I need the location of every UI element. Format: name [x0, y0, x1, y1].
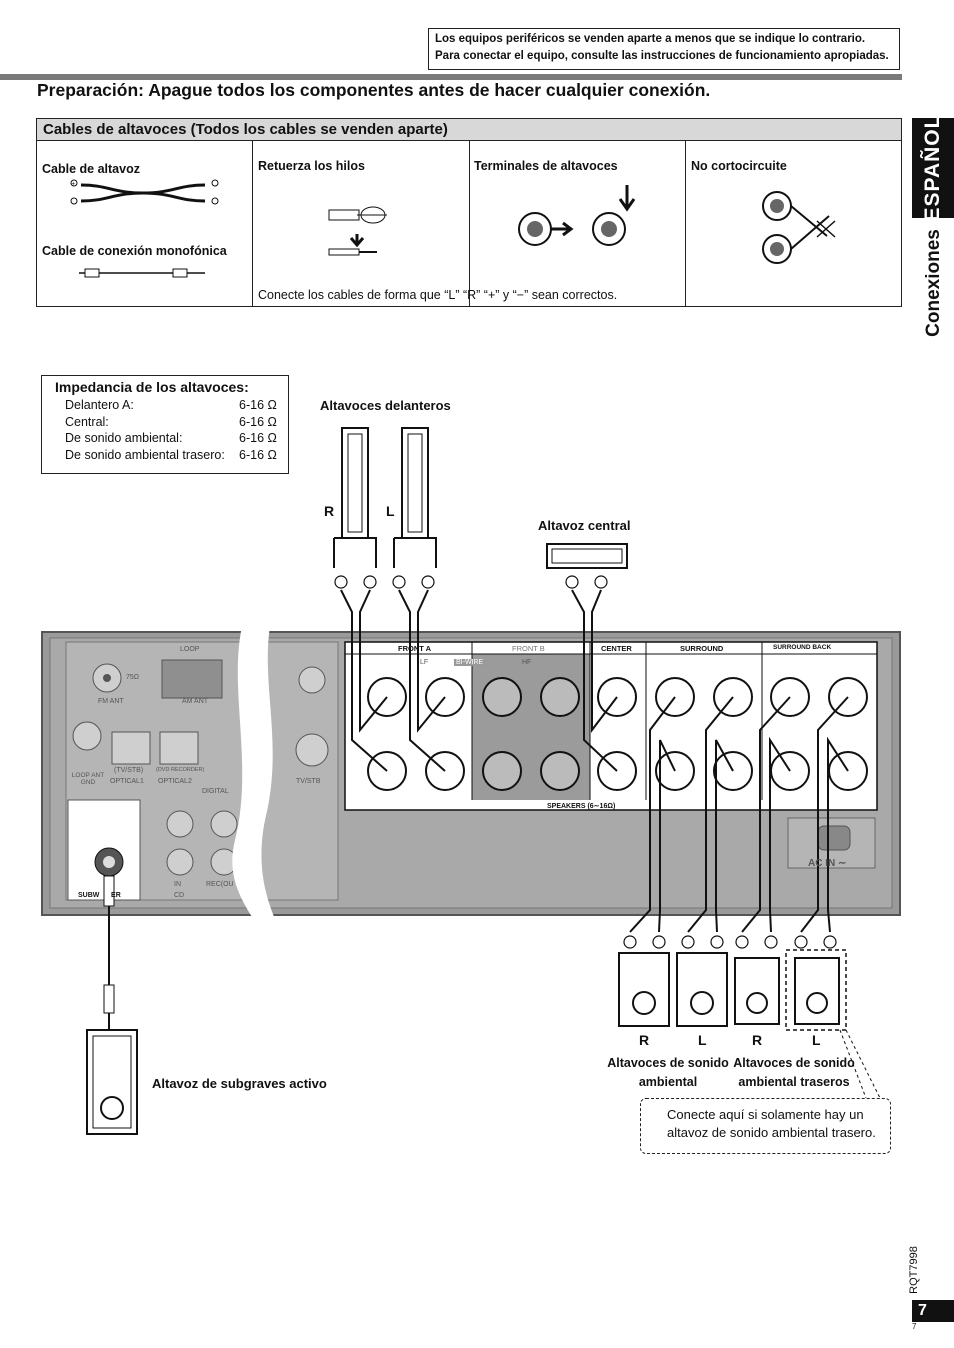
- speaker-terminal-illustration: [518, 185, 636, 246]
- panel-center: CENTER: [601, 644, 632, 653]
- impedance-row-label: Delantero A:: [65, 398, 134, 412]
- impedance-row-value: 6-16 Ω: [239, 431, 277, 445]
- twist-label: Retuerza los hilos: [258, 159, 365, 173]
- connect-note: Conecte los cables de forma que “L” “R” …: [258, 288, 618, 302]
- panel-in: IN: [174, 881, 181, 888]
- surround-speakers-label: Altavoces de sonido ambiental: [607, 1056, 729, 1089]
- cd-r-jack: [166, 848, 194, 876]
- panel-subwoofer: SUBW ER: [78, 892, 121, 899]
- document-code: RQT7998: [904, 1240, 924, 1300]
- pr-jack: [298, 666, 326, 694]
- surround-back-speaker-r: [734, 957, 780, 1025]
- impedance-row: Delantero A: 6-16 Ω: [65, 398, 285, 412]
- impedance-box: Impedancia de los altavoces: Delantero A…: [41, 375, 289, 474]
- impedance-row-label: Central:: [65, 415, 109, 429]
- panel-bi-wire: BI-WIRE: [454, 659, 486, 666]
- panel-tvstb: (TV/STB): [114, 767, 144, 774]
- cables-table: Cables de altavoces (Todos los cables se…: [36, 118, 902, 307]
- peripheral-note-line2: Para conectar el equipo, consulte las in…: [435, 50, 889, 62]
- cd-l-jack: [166, 810, 194, 838]
- impedance-row-label: De sonido ambiental:: [65, 431, 183, 445]
- cut-wave: [232, 615, 280, 930]
- page-number: 7: [912, 1300, 954, 1322]
- surround-back-speaker-l: [794, 957, 840, 1025]
- impedance-row-label: De sonido ambiental trasero:: [65, 448, 225, 462]
- speaker-cable-illustration: +: [70, 179, 219, 205]
- panel-75-ohm: 75Ω: [126, 674, 140, 681]
- panel-cd: CD: [174, 892, 185, 899]
- panel-tv-stb: TV/STB: [296, 778, 321, 785]
- no-short-circuit-illustration: [762, 191, 836, 264]
- impedance-row: Central: 6-16 Ω: [65, 415, 285, 429]
- impedance-row: De sonido ambiental: 6-16 Ω: [65, 431, 285, 445]
- peripheral-note: Los equipos periféricos se venden aparte…: [428, 28, 900, 70]
- cell-divider: [685, 141, 686, 306]
- rec-l-jack: [210, 810, 238, 838]
- panel-dvd-recorder: (DVD RECORDER): [156, 767, 205, 773]
- panel-loop: LOOP: [180, 646, 200, 653]
- am-ant-terminal: [161, 659, 223, 699]
- loop-ant-gnd-terminal: [72, 721, 102, 751]
- panel-am-ant: AM ANT: [182, 698, 209, 705]
- svg-text:+: +: [72, 182, 76, 188]
- panel-surround-back: SURROUND BACK: [773, 644, 832, 651]
- front-speakers-label: Altavoces delanteros: [320, 398, 451, 413]
- page-number-small: 7: [912, 1322, 917, 1331]
- impedance-row: De sonido ambiental trasero: 6-16 Ω: [65, 448, 285, 462]
- surround-l-label: L: [698, 1032, 707, 1048]
- panel-optical1: OPTICAL1: [110, 778, 144, 785]
- subwoofer-label: Altavoz de subgraves activo: [152, 1076, 327, 1091]
- panel-speakers: SPEAKERS (6∼16Ω): [547, 803, 616, 810]
- twist-wires-illustration: [328, 206, 387, 256]
- svideo-jack: [295, 733, 329, 767]
- surround-back-speakers-label: Altavoces de sonido ambiental traseros: [733, 1056, 855, 1089]
- front-r-label: R: [324, 503, 335, 519]
- impedance-title: Impedancia de los altavoces:: [55, 379, 249, 395]
- language-tab: ESPAÑOL: [912, 115, 954, 221]
- mono-cable-illustration: [79, 268, 205, 278]
- cell-divider: [469, 141, 470, 306]
- optical1-port: [111, 731, 151, 765]
- peripheral-note-line1: Los equipos periféricos se venden aparte…: [435, 33, 866, 45]
- center-speaker-label: Altavoz central: [538, 518, 631, 533]
- preparation-title: Preparación: Apague todos los componente…: [37, 80, 711, 100]
- surround-r-label: R: [639, 1032, 650, 1048]
- panel-loop-ant-gnd: LOOP ANT GND: [71, 772, 105, 786]
- document-code-text: RQT7998: [908, 1246, 920, 1294]
- impedance-row-value: 6-16 Ω: [239, 415, 277, 429]
- no-short-label: No cortocircuite: [691, 159, 787, 173]
- optical2-port: [159, 731, 199, 765]
- panel-surround: SURROUND: [680, 644, 724, 653]
- panel-fm-ant: FM ANT: [98, 698, 124, 705]
- single-back-speaker-note: Conecte aquí si solamente hay un altavoz…: [640, 1098, 891, 1154]
- panel-hf: HF: [522, 659, 532, 666]
- cables-heading: Cables de altavoces (Todos los cables se…: [37, 119, 901, 141]
- back-r-label: R: [752, 1032, 763, 1048]
- surround-speaker-r: [618, 952, 670, 1027]
- panel-rec: REC(OU: [206, 881, 234, 888]
- panel-optical2: OPTICAL2: [158, 778, 192, 785]
- front-l-label: L: [386, 503, 395, 519]
- back-l-label: L: [812, 1032, 821, 1048]
- panel-front-a: FRONT A: [398, 644, 432, 653]
- panel-lf: LF: [420, 659, 429, 666]
- panel-front-b: FRONT B: [512, 644, 545, 653]
- impedance-row-value: 6-16 Ω: [239, 398, 277, 412]
- speaker-wires: [340, 589, 849, 933]
- terminals-label: Terminales de altavoces: [474, 159, 618, 173]
- terminal-knobs: [367, 677, 868, 791]
- polarity-marks: [334, 575, 837, 949]
- mono-cable-label: Cable de conexión monofónica: [42, 244, 227, 258]
- impedance-row-value: 6-16 Ω: [239, 448, 277, 462]
- panel-ac-in: AC IN ∼: [808, 858, 847, 869]
- panel-digital: DIGITAL: [202, 788, 229, 795]
- speaker-cable-label: Cable de altavoz: [42, 162, 140, 176]
- header-rule: [0, 74, 902, 80]
- cell-divider: [252, 141, 253, 306]
- surround-speaker-l: [676, 952, 728, 1027]
